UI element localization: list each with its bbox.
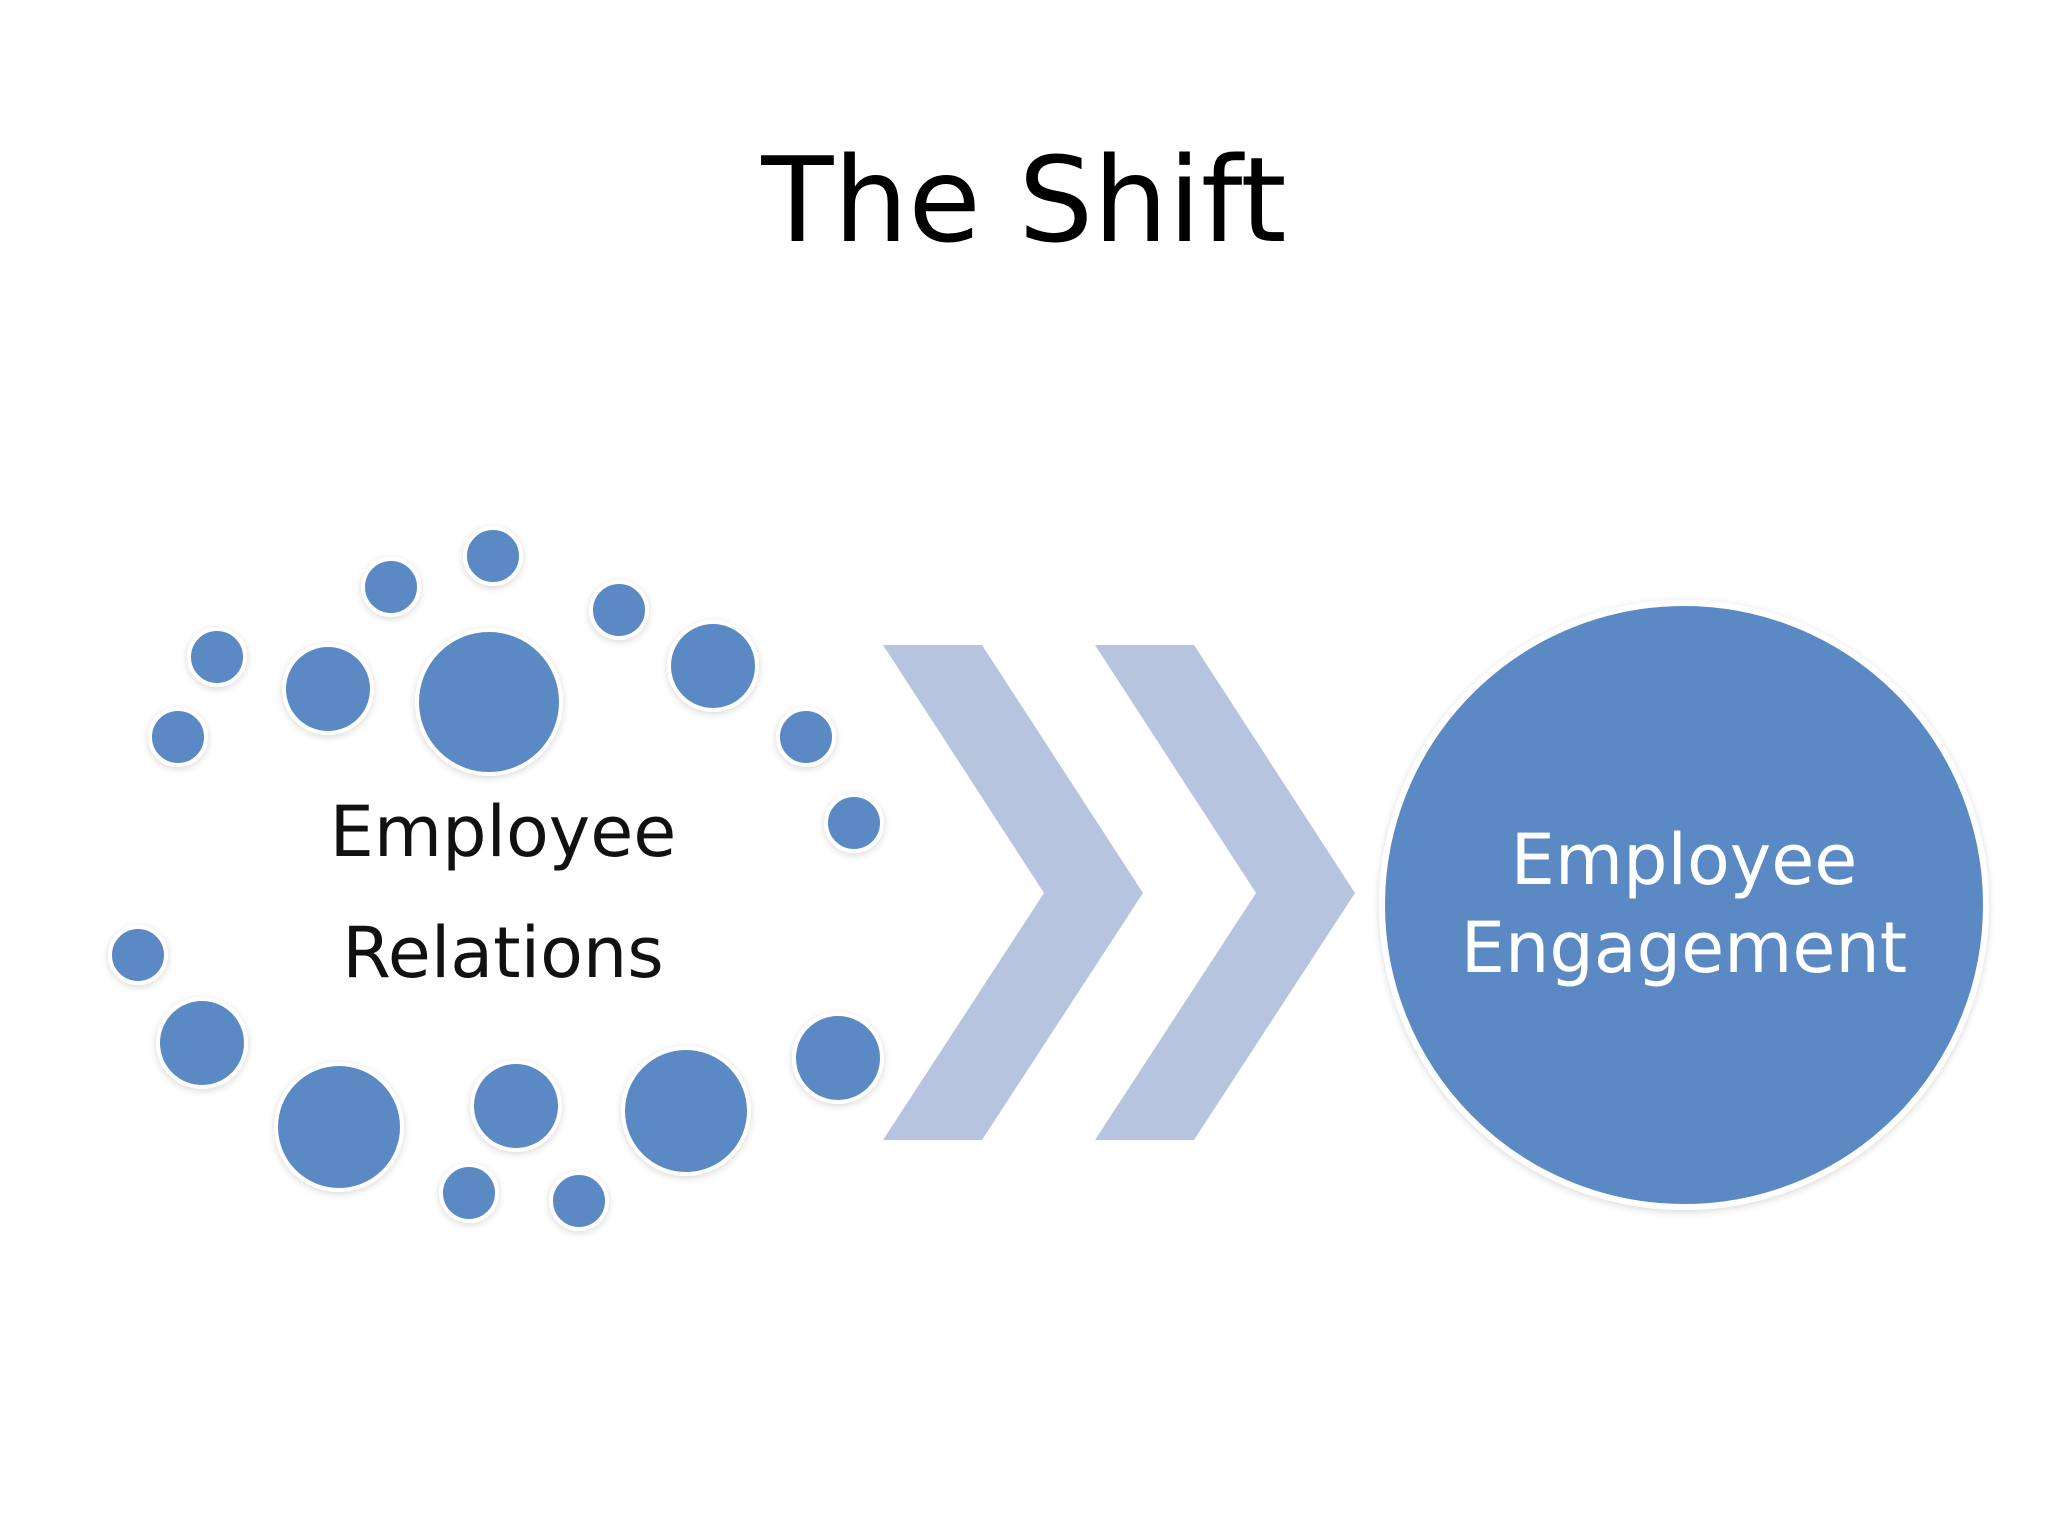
dot bbox=[282, 643, 374, 735]
dot bbox=[589, 580, 649, 640]
dot bbox=[156, 997, 248, 1089]
dot bbox=[463, 526, 523, 586]
dot bbox=[824, 793, 884, 853]
slide-title: The Shift bbox=[761, 131, 1287, 269]
dot bbox=[621, 1046, 751, 1176]
dot bbox=[274, 1062, 404, 1192]
dot bbox=[148, 707, 208, 767]
dot bbox=[439, 1163, 499, 1223]
target-circle bbox=[1379, 600, 1989, 1210]
dot bbox=[549, 1171, 609, 1231]
dot bbox=[776, 707, 836, 767]
dot bbox=[667, 620, 759, 712]
dot-ring bbox=[108, 526, 884, 1231]
dot bbox=[108, 925, 168, 985]
dot bbox=[361, 557, 421, 617]
dot bbox=[415, 628, 563, 776]
to-label-line2: Engagement bbox=[1461, 907, 1908, 989]
to-label-line1: Employee bbox=[1511, 819, 1858, 901]
dot bbox=[792, 1012, 884, 1104]
chevron-arrow bbox=[883, 645, 1143, 1140]
from-label-line2: Relations bbox=[342, 912, 663, 994]
dot bbox=[470, 1060, 562, 1152]
chevron-arrow bbox=[1095, 645, 1355, 1140]
from-label-line1: Employee bbox=[330, 791, 677, 873]
dot bbox=[187, 627, 247, 687]
